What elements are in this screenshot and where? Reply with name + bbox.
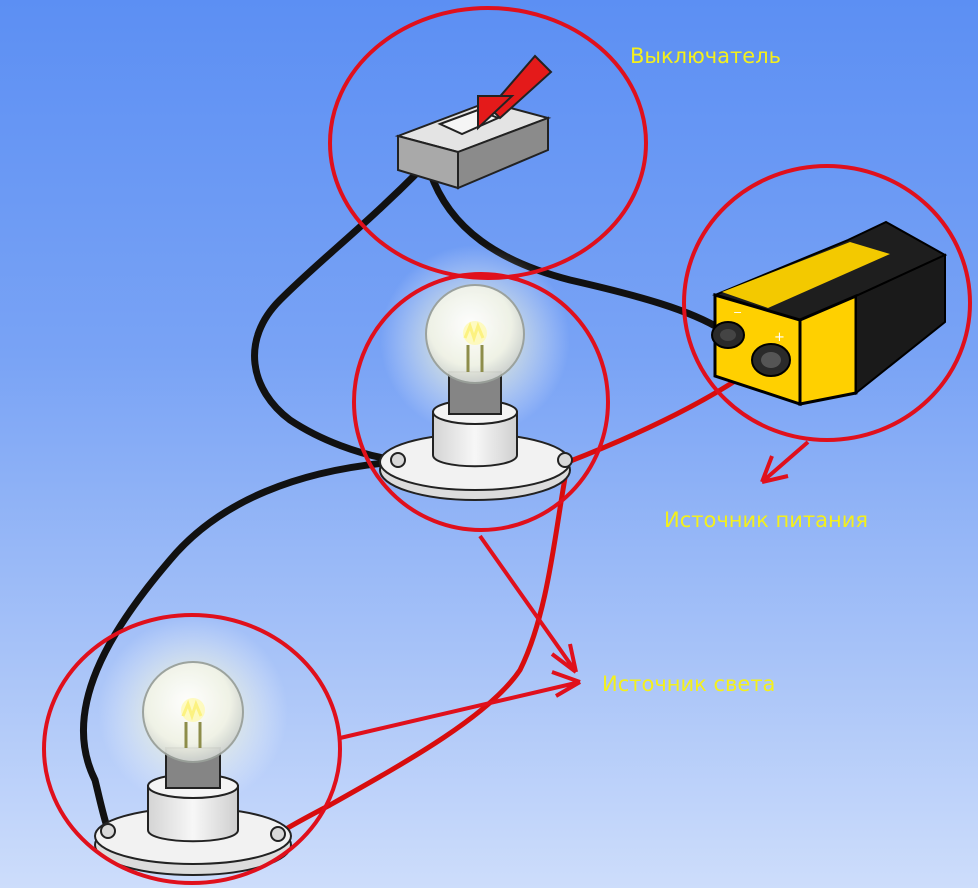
battery: − + [711,220,948,407]
annotations [42,6,972,885]
lamp-lower [94,617,292,876]
battery-highlight-circle [682,164,972,442]
light-arrow-lower-icon [339,670,582,740]
battery-minus-sign: − [733,306,742,319]
lamp-upper-highlight-circle [352,272,610,532]
switch-highlight-circle [328,6,648,280]
switch-label: Выключатель [630,44,781,68]
black-wire-lamp1-to-lamp2 [79,458,399,834]
red-wire-lamp1-to-lamp2 [275,459,571,837]
power-source-label: Источник питания [664,508,868,532]
light-source-label: Источник света [602,672,776,696]
red-arrow-icon [477,54,553,131]
power-arrow-icon [760,440,810,484]
switch [394,54,553,190]
battery-plus-sign: + [774,330,785,345]
lamp-lower-highlight-circle [42,613,342,885]
light-arrow-upper-icon [478,534,578,674]
lamp-upper [379,245,573,501]
black-wire-switch-to-lamp1 [251,168,422,464]
